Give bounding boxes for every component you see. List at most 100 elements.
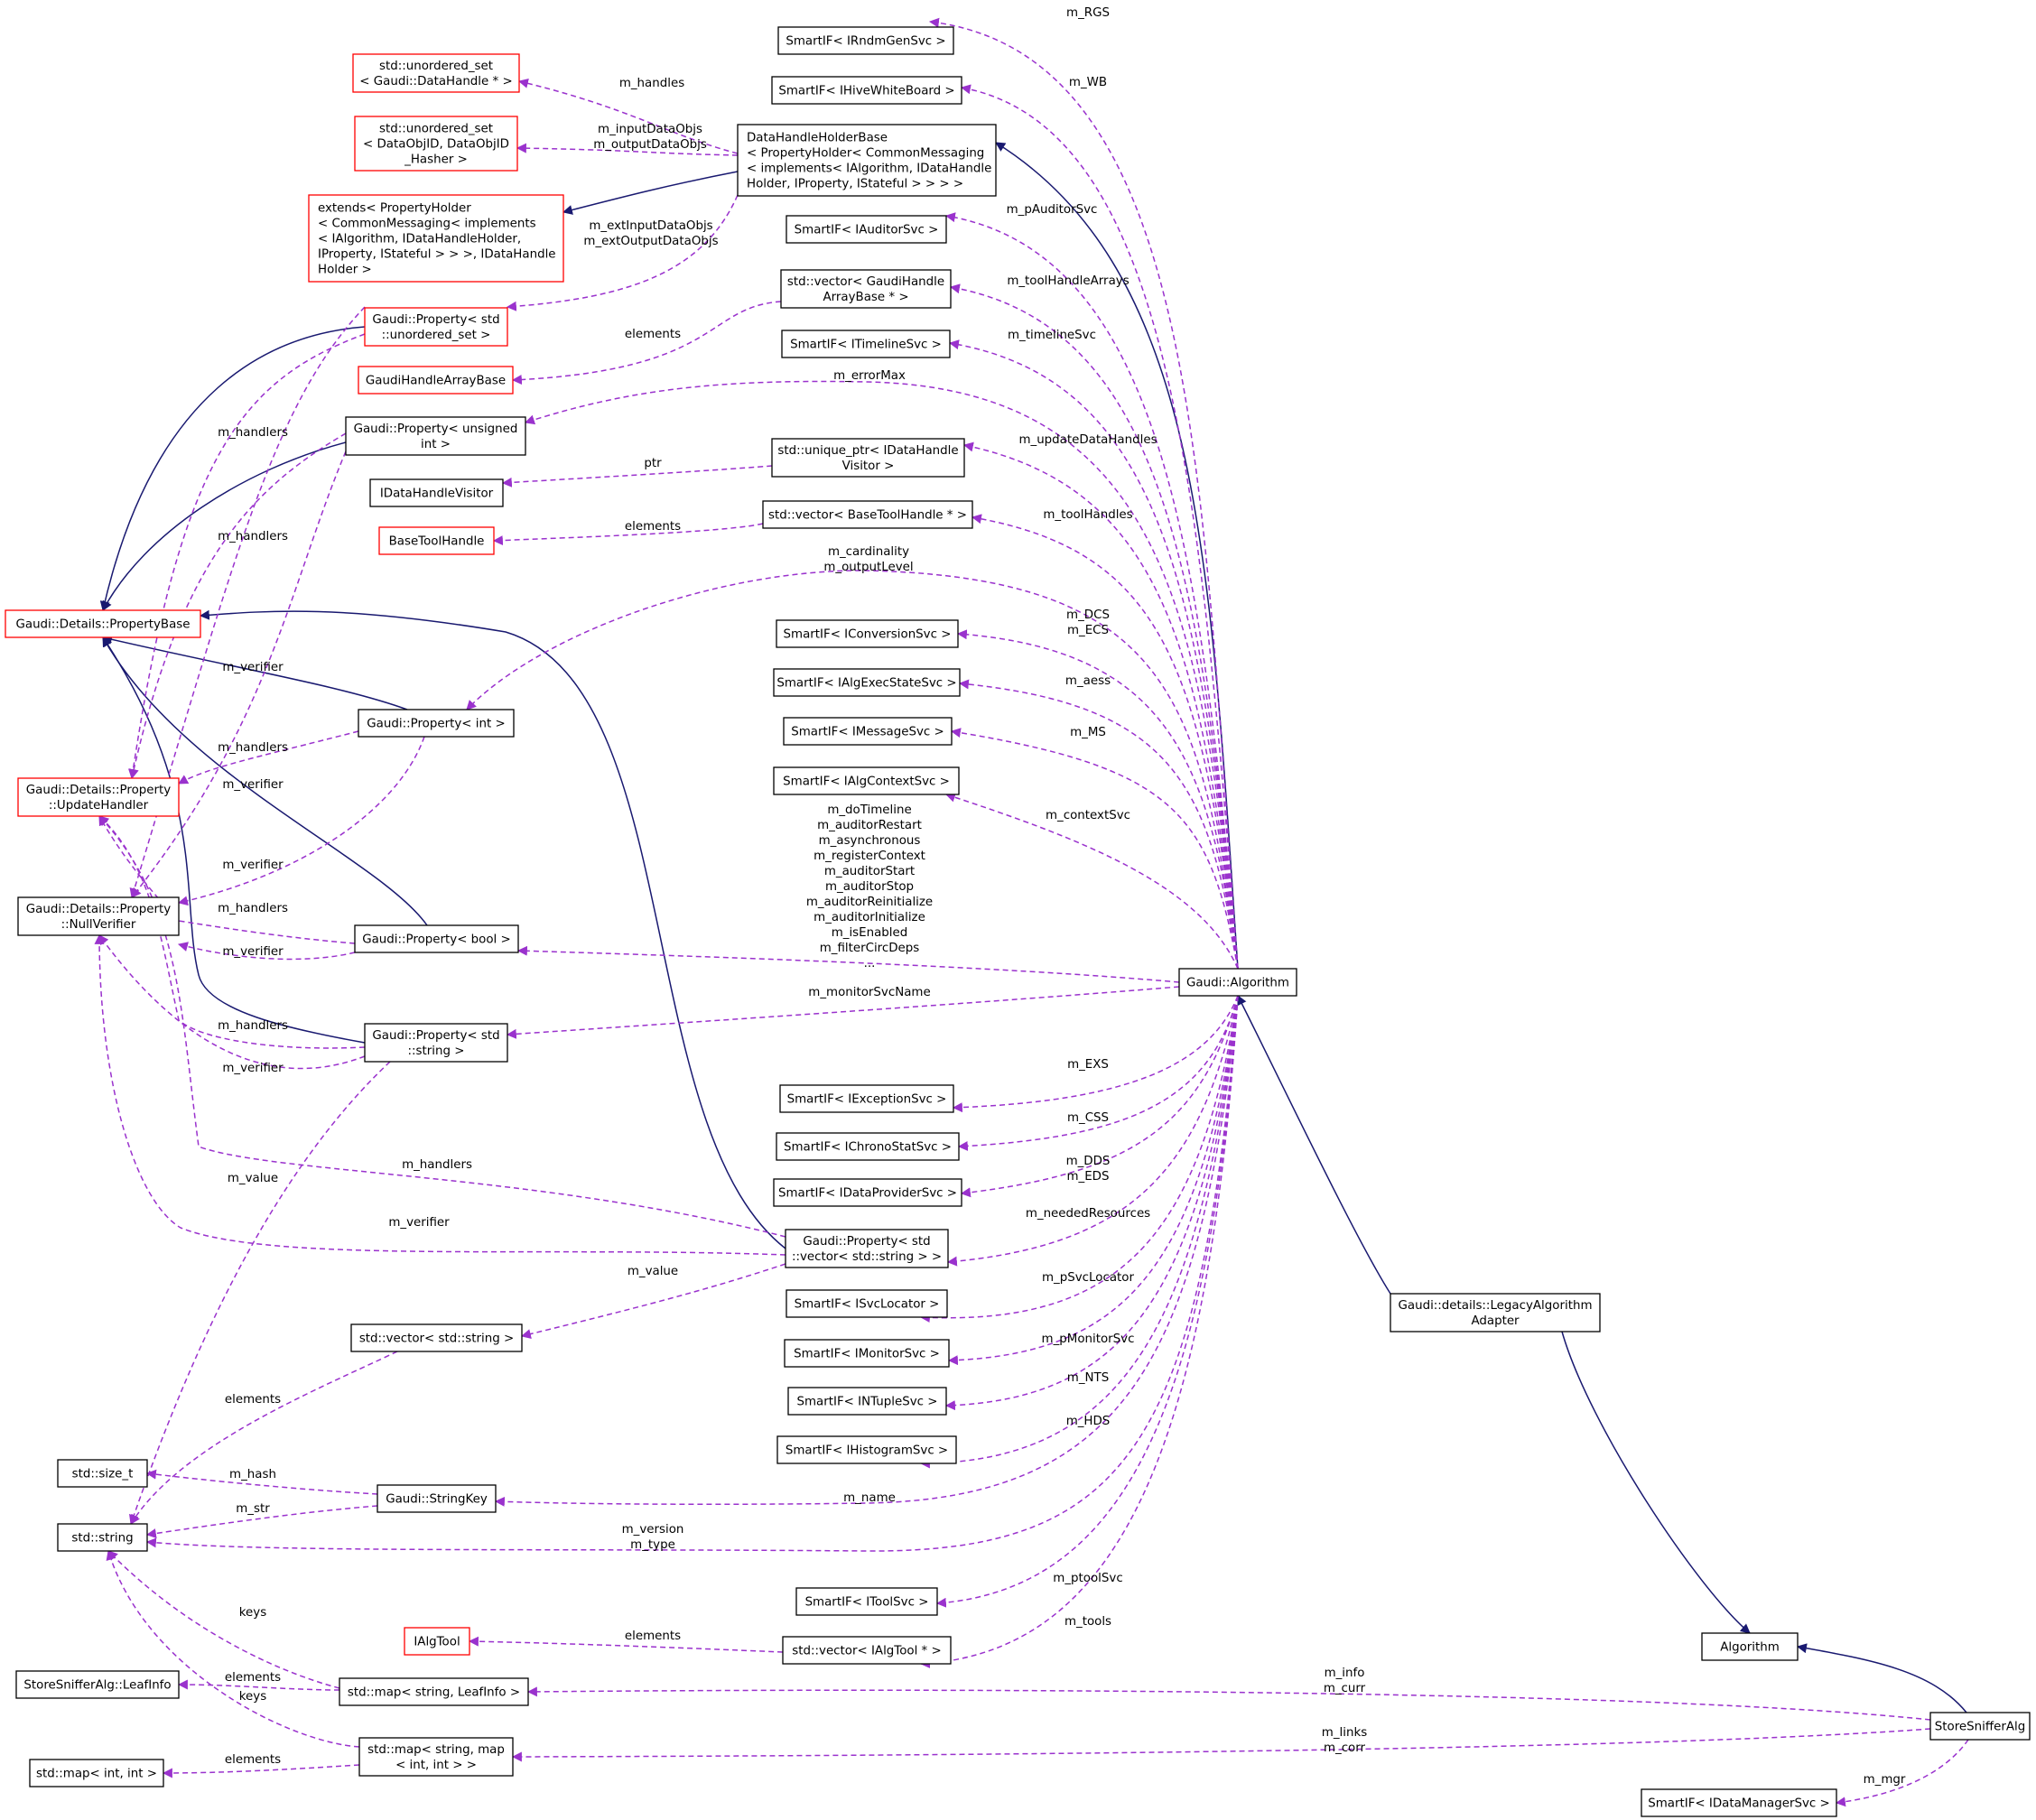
- class-node-idp[interactable]: SmartIF< IDataProviderSvc >: [773, 1178, 962, 1207]
- class-node-pbase[interactable]: Gaudi::Details::PropertyBase: [5, 609, 201, 638]
- class-node-box: [354, 924, 519, 953]
- class-node-vec_gha[interactable]: std::vector< GaudiHandleArrayBase * >: [780, 269, 952, 309]
- inheritance-edge: [99, 326, 366, 612]
- class-node-bth[interactable]: BaseToolHandle: [378, 526, 495, 555]
- class-node-skey[interactable]: Gaudi::StringKey: [377, 1484, 497, 1513]
- usage-edge: [177, 1679, 340, 1691]
- class-node-box: [364, 307, 508, 347]
- edge-label: m_RGS: [1066, 6, 1110, 20]
- edge-label-text: elements: [625, 520, 681, 534]
- class-node-intup[interactable]: SmartIF< INTupleSvc >: [787, 1387, 947, 1416]
- class-node-label: < Gaudi::DataHandle * >: [359, 75, 512, 88]
- class-node-iaud[interactable]: SmartIF< IAuditorSvc >: [786, 215, 947, 244]
- class-node-ichrono[interactable]: SmartIF< IChronoStatSvc >: [776, 1132, 960, 1161]
- class-node-box: [1178, 968, 1297, 997]
- class-node-map_li[interactable]: std::map< string, LeafInfo >: [339, 1677, 529, 1706]
- edge-label-text: m_DCS: [1066, 608, 1110, 622]
- class-node-box: [777, 26, 954, 55]
- class-node-prop_str[interactable]: Gaudi::Property< std::string >: [364, 1023, 508, 1063]
- class-node-uh[interactable]: Gaudi::Details::Property::UpdateHandler: [17, 777, 180, 817]
- usage-edge: [107, 1550, 340, 1689]
- usage-edge: [506, 194, 739, 311]
- class-node-label: SmartIF< IMessageSvc >: [791, 726, 944, 739]
- class-node-label: BaseToolHandle: [389, 535, 485, 549]
- edge-label: m_verifier: [222, 661, 284, 674]
- edge-label-text: m_verifier: [222, 778, 284, 792]
- class-node-uset_doid[interactable]: std::unordered_set< DataObjID, DataObjID…: [354, 116, 518, 172]
- class-node-label: StoreSnifferAlg: [1935, 1721, 2025, 1734]
- class-node-leafinfo[interactable]: StoreSnifferAlg::LeafInfo: [15, 1670, 180, 1699]
- edge-label: m_neededResources: [1026, 1207, 1150, 1221]
- class-node-iactx[interactable]: SmartIF< IAlgContextSvc >: [773, 766, 960, 795]
- class-node-imsg[interactable]: SmartIF< IMessageSvc >: [783, 717, 953, 746]
- class-node-iaes[interactable]: SmartIF< IAlgExecStateSvc >: [773, 668, 961, 697]
- class-node-imon[interactable]: SmartIF< IMonitorSvc >: [784, 1339, 950, 1368]
- class-node-itl[interactable]: SmartIF< ITimelineSvc >: [781, 330, 951, 358]
- class-node-prop_uset[interactable]: Gaudi::Property< std::unordered_set >: [364, 307, 508, 347]
- class-node-uptr[interactable]: std::unique_ptr< IDataHandleVisitor >: [771, 438, 965, 478]
- edge-label: m_value: [228, 1172, 278, 1185]
- class-node-label: Gaudi::Property< unsigned: [354, 422, 518, 436]
- class-node-prop_bool[interactable]: Gaudi::Property< bool >: [354, 924, 519, 953]
- class-node-idhv[interactable]: IDataHandleVisitor: [369, 478, 504, 507]
- edge-label: m_hash: [229, 1468, 276, 1481]
- edge-label-text: ptr: [644, 457, 662, 470]
- class-node-galg[interactable]: Gaudi::Algorithm: [1178, 968, 1297, 997]
- edge-label-text: m_verifier: [388, 1216, 450, 1230]
- usage-edge: [526, 1686, 1931, 1721]
- edge-label-text: m_outputLevel: [823, 561, 913, 574]
- usage-edge: [952, 995, 1239, 1113]
- edge-label: m_value: [628, 1265, 678, 1278]
- edge-label-text: m_outputDataObjs: [593, 138, 707, 152]
- edge-label-text: m_pSvcLocator: [1042, 1271, 1134, 1285]
- class-node-label: < implements< IAlgorithm, IDataHandle: [747, 162, 991, 176]
- usage-edge: [94, 933, 786, 1256]
- edge-label-text: m_auditorStop: [825, 880, 914, 894]
- class-node-label: Gaudi::Property< std: [372, 1029, 499, 1043]
- class-node-label: std::unique_ptr< IDataHandle: [777, 444, 958, 458]
- usage-edge: [145, 1505, 378, 1538]
- edge-label-text: elements: [625, 1630, 681, 1643]
- class-node-box: [404, 1627, 470, 1656]
- class-node-ssa[interactable]: StoreSnifferAlg: [1929, 1712, 2031, 1741]
- class-node-vec_str[interactable]: std::vector< std::string >: [350, 1323, 523, 1352]
- class-node-sizet[interactable]: std::size_t: [57, 1459, 148, 1488]
- class-node-itool[interactable]: SmartIF< IToolSvc >: [795, 1587, 938, 1616]
- class-node-label: std::unordered_set: [379, 123, 493, 136]
- class-node-prop_vec[interactable]: Gaudi::Property< std::vector< std::strin…: [785, 1229, 949, 1268]
- class-node-idm[interactable]: SmartIF< IDataManagerSvc >: [1641, 1788, 1837, 1817]
- class-node-dhhb[interactable]: DataHandleHolderBase< PropertyHolder< Co…: [737, 124, 997, 197]
- class-node-box: [795, 1587, 938, 1616]
- class-node-iconv[interactable]: SmartIF< IConversionSvc >: [776, 619, 959, 648]
- class-node-box: [17, 777, 180, 817]
- class-node-box: [786, 1289, 948, 1318]
- class-node-uset_dh[interactable]: std::unordered_set< Gaudi::DataHandle * …: [352, 53, 520, 93]
- class-node-iwb[interactable]: SmartIF< IHiveWhiteBoard >: [771, 76, 962, 105]
- class-node-label: < PropertyHolder< CommonMessaging: [747, 147, 984, 161]
- class-node-box: [358, 709, 515, 738]
- edge-label: keys: [239, 1690, 266, 1704]
- class-node-box: [15, 1670, 180, 1699]
- class-node-string[interactable]: std::string: [57, 1523, 148, 1552]
- class-node-ghab[interactable]: GaudiHandleArrayBase: [358, 366, 514, 395]
- class-node-ihist[interactable]: SmartIF< IHistogramSvc >: [776, 1435, 957, 1464]
- class-node-vec_bth[interactable]: std::vector< BaseToolHandle * >: [762, 500, 973, 529]
- class-node-prop_int[interactable]: Gaudi::Property< int >: [358, 709, 515, 738]
- usage-edge: [944, 995, 1239, 1411]
- class-node-alg[interactable]: Algorithm: [1701, 1632, 1799, 1661]
- class-node-vec_iat[interactable]: std::vector< IAlgTool * >: [782, 1636, 952, 1665]
- class-node-map_ii[interactable]: std::map< int, int >: [29, 1759, 164, 1788]
- class-node-irndm[interactable]: SmartIF< IRndmGenSvc >: [777, 26, 954, 55]
- edge-label-text: keys: [239, 1690, 266, 1704]
- edge-label: m_pAuditorSvc: [1007, 203, 1098, 217]
- class-node-ialgtool[interactable]: IAlgTool: [404, 1627, 470, 1656]
- class-node-isvcl[interactable]: SmartIF< ISvcLocator >: [786, 1289, 948, 1318]
- class-node-iexc[interactable]: SmartIF< IExceptionSvc >: [779, 1084, 954, 1113]
- class-node-extends[interactable]: extends< PropertyHolder< CommonMessaging…: [308, 194, 564, 283]
- class-node-nv[interactable]: Gaudi::Details::Property::NullVerifier: [17, 896, 180, 936]
- class-node-map_sm[interactable]: std::map< string, map< int, int > >: [358, 1737, 514, 1777]
- edge-label-text: m_value: [628, 1265, 678, 1278]
- class-node-label: IAlgTool: [414, 1636, 460, 1649]
